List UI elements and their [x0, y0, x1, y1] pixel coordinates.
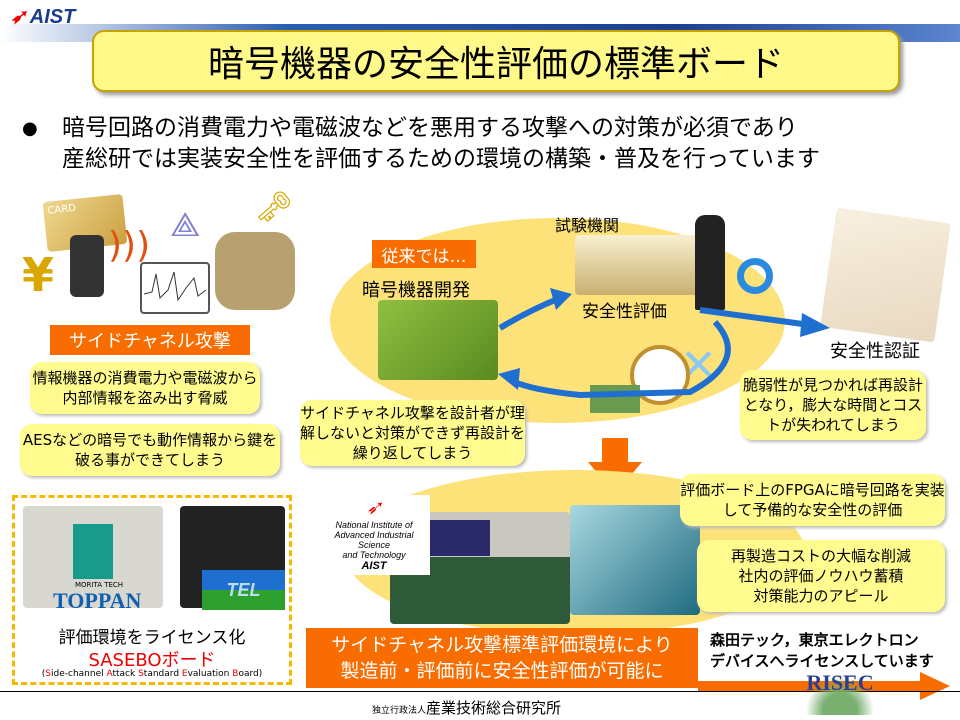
toppan-logo: TOPPAN	[53, 588, 142, 613]
thief-image	[215, 232, 295, 310]
bottom-note-2: 再製造コストの大幅な削減 社内の評価ノウハウ蓄積 対策能力のアピール	[697, 540, 945, 612]
sasebo-name: SASEBOボード	[88, 650, 216, 671]
sasebo-expansion: (Side-channel Attack Standard Evaluation…	[41, 669, 263, 679]
antenna-icon: ⟁	[170, 205, 201, 245]
sasebo-board-image-1: MORITA TECH TOPPAN	[23, 506, 163, 613]
key-icon: 🗝	[255, 190, 294, 225]
tel-logo: TEL	[202, 570, 285, 610]
ok-circle-icon	[737, 258, 773, 294]
card-text: CARD	[47, 202, 77, 217]
banner-line-1: サイドチャネル攻撃標準評価環境により	[331, 634, 673, 656]
chip-image	[378, 300, 498, 380]
logo-text: AIST	[29, 6, 76, 28]
attack-label: サイドチャネル攻撃	[50, 325, 250, 355]
attack-note-2: AESなどの暗号でも動作情報から鍵を破る事ができてしまう	[20, 424, 280, 476]
bottom-note-1: 評価ボード上のFPGAに暗号回路を実装して予備的な安全性の評価	[680, 474, 945, 526]
license-note: 森田テック，東京エレクトロンデバイスへライセンスしています	[710, 630, 934, 672]
conventional-label: 従来では…	[372, 240, 476, 268]
conclusion-banner: サイドチャネル攻撃標準評価環境により 製造前・評価前に安全性評価が可能に	[306, 628, 698, 688]
yen-icon: ¥	[22, 248, 55, 302]
wave-icon: )))	[108, 225, 151, 266]
bullet-line-2: 産総研では実装安全性を評価するための環境の構築・普及を行っています	[62, 146, 820, 172]
inspector-image	[695, 215, 725, 310]
lab-label: 試験機関	[555, 216, 620, 235]
page-title: 暗号機器の安全性評価の標準ボード	[92, 30, 900, 92]
bullet-text: ● 暗号回路の消費電力や電磁波などを悪用する攻撃への対策が必須であり 産総研では…	[22, 113, 952, 175]
sasebo-box: MORITA TECH TOPPAN TEL 評価環境をライセンス化 SASEB…	[12, 495, 292, 685]
attack-note-1: 情報機器の消費電力や電磁波から内部情報を盗み出す脅威	[30, 362, 260, 414]
sasebo-board-image-2: TEL	[180, 506, 285, 610]
footer-divider	[0, 691, 960, 692]
aist-swoosh-icon: ➶	[10, 6, 27, 28]
aist-logo: ➶AIST	[10, 4, 75, 29]
flow-arrows	[498, 288, 830, 399]
license-text: 評価環境をライセンス化	[58, 628, 246, 648]
cert-label: 安全性認証	[830, 341, 920, 362]
flow-note-right: 脆弱性が見つかれば再設計となり，膨大な時間とコストが失われてしまう	[740, 370, 926, 440]
license-line-2: デバイスへライセンスしています	[710, 652, 934, 670]
flow-note-left: サイドチャネル攻撃を設計者が理解しないと対策ができず再設計を繰り返してしまう	[300, 400, 525, 466]
down-arrow-icon	[588, 438, 642, 494]
phone-image	[70, 235, 104, 297]
dev-label: 暗号機器開発	[362, 280, 470, 301]
morita-tech-logo	[73, 524, 113, 579]
bullet-dot-icon: ●	[22, 118, 38, 139]
lab-building-image	[575, 235, 700, 295]
morita-tech-text: MORITA TECH	[75, 581, 124, 589]
money-image	[590, 385, 640, 413]
license-line-1: 森田テック，東京エレクトロン	[710, 631, 919, 649]
bullet-line-1: 暗号回路の消費電力や電磁波などを悪用する攻撃への対策が必須であり	[62, 115, 798, 141]
aist-swoosh-icon: ➶	[365, 497, 383, 519]
engineers-image	[570, 505, 700, 615]
banner-line-2: 製造前・評価前に安全性評価が可能に	[340, 660, 664, 682]
risec-logo: RISEC	[800, 670, 880, 715]
footer-org: 独立行政法人産業技術総合研究所	[372, 699, 562, 717]
waveform-image	[140, 262, 210, 314]
eval-label: 安全性評価	[582, 302, 667, 322]
